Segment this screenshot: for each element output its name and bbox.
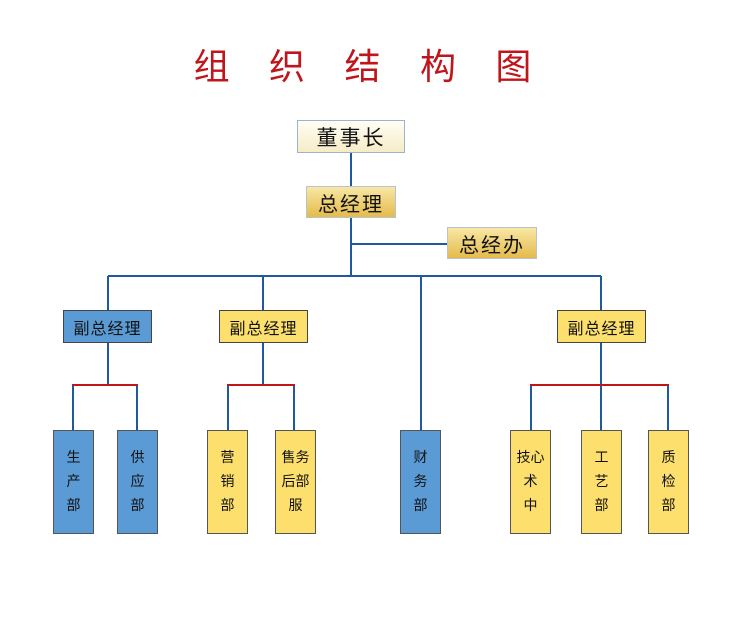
- dept-after-sales: 售务 后部 服: [275, 430, 316, 534]
- dept-text-line: 应: [130, 474, 145, 490]
- dept-text-line: 术: [523, 474, 538, 490]
- dept-finance: 财 务 部: [400, 430, 441, 534]
- node-vp-sales: 副总经理: [219, 310, 308, 343]
- dept-supply: 供 应 部: [117, 430, 158, 534]
- dept-text-line: 财: [413, 450, 428, 466]
- dept-text-line: 部: [594, 498, 609, 514]
- node-vp-production: 副总经理: [63, 310, 152, 343]
- dept-text-line: 生: [66, 450, 81, 466]
- dept-text-line: 部: [220, 498, 235, 514]
- dept-text-line: 技心: [516, 450, 545, 466]
- dept-text-line: 后部: [281, 474, 310, 490]
- dept-text-line: 检: [661, 474, 676, 490]
- dept-text-line: 中: [523, 498, 538, 514]
- dept-tech-center: 技心 术 中: [510, 430, 551, 534]
- node-vp-technical: 副总经理: [557, 310, 646, 343]
- dept-text-line: 部: [413, 498, 428, 514]
- dept-text-line: 部: [66, 498, 81, 514]
- dept-text-line: 部: [130, 498, 145, 514]
- node-general-manager: 总经理: [306, 186, 396, 218]
- dept-text-line: 营: [220, 450, 235, 466]
- dept-text-line: 务: [413, 474, 428, 490]
- dept-production: 生 产 部: [53, 430, 94, 534]
- dept-process: 工 艺 部: [581, 430, 622, 534]
- page-title: 组 织 结 构 图: [193, 47, 546, 88]
- dept-text-line: 销: [220, 474, 235, 490]
- node-gm-office: 总经办: [447, 227, 537, 259]
- dept-text-line: 售务: [281, 450, 310, 466]
- dept-text-line: 艺: [594, 474, 609, 490]
- dept-text-line: 工: [594, 450, 609, 466]
- dept-marketing: 营 销 部: [207, 430, 248, 534]
- dept-text-line: 产: [66, 474, 81, 490]
- dept-text-line: 部: [661, 498, 676, 514]
- dept-text-line: 质: [661, 450, 676, 466]
- dept-text-line: 服: [288, 498, 303, 514]
- dept-text-line: 供: [130, 450, 145, 466]
- dept-quality: 质 检 部: [648, 430, 689, 534]
- node-chairman: 董事长: [297, 120, 405, 153]
